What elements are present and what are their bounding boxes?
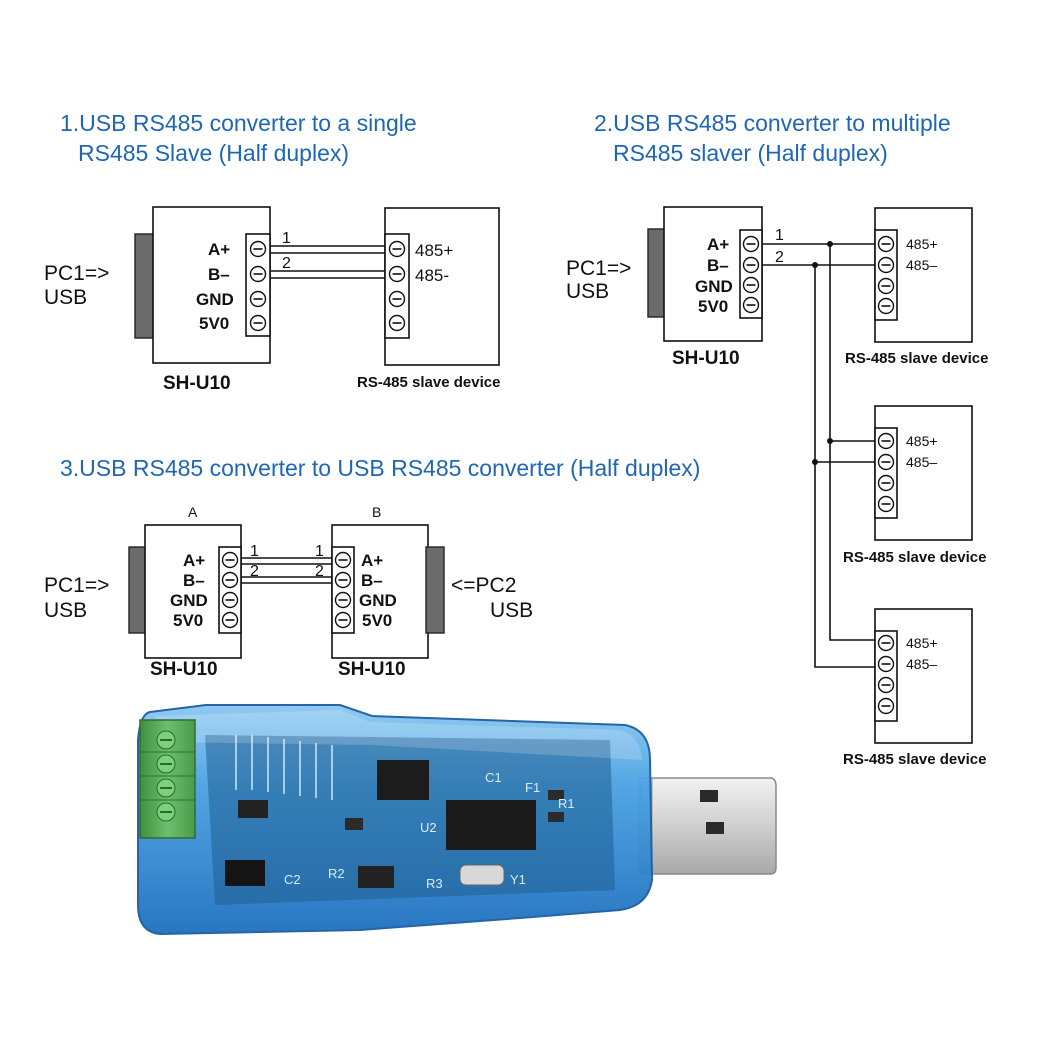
pin-label-a: A+ <box>208 240 230 259</box>
usb-label: USB <box>44 286 87 309</box>
bus-wiring <box>762 241 877 668</box>
b-pin-5v0: 5V0 <box>362 611 392 630</box>
pin-label-5v0: 5V0 <box>698 297 728 316</box>
pin-label-gnd: GND <box>695 277 733 296</box>
pc1-label: PC1=> <box>44 574 109 597</box>
pcb-silkscreen: C1 F1 R1 U2 R2 C2 R3 Y1 <box>284 770 575 891</box>
slave-2-pin-plus: 485+ <box>906 433 938 449</box>
crystal <box>459 864 505 886</box>
wire-number-2: 2 <box>282 255 291 272</box>
pin-label-gnd: GND <box>196 290 234 309</box>
green-terminal-block <box>139 719 196 839</box>
device-label: SH-U10 <box>672 348 740 369</box>
usb-label-right: USB <box>490 599 533 622</box>
slave-1-pin-plus: 485+ <box>906 236 938 252</box>
slave-screw-4 <box>388 314 406 332</box>
pin-label-b: B– <box>707 256 729 275</box>
usb-plug-b <box>425 546 445 634</box>
ic-chip-2 <box>446 800 536 850</box>
box-b-label: B <box>372 504 381 520</box>
slave-3-pin-minus: 485– <box>906 656 937 672</box>
silk-r1: R1 <box>558 796 575 811</box>
diagram-2-multiple-slaves: 2.USB RS485 converter to multiple RS485 … <box>566 110 988 768</box>
a-wire-number-1: 1 <box>250 543 259 560</box>
pc1-label: PC1=> <box>566 257 631 280</box>
device-label: SH-U10 <box>163 373 231 394</box>
ic-chip-1 <box>377 760 429 800</box>
silk-r3: R3 <box>426 876 443 891</box>
screw-b-minus <box>742 256 760 274</box>
silk-c1: C1 <box>485 770 502 785</box>
slave-1-pin-minus: 485– <box>906 257 937 273</box>
diagram-3-title: 3.USB RS485 converter to USB RS485 conve… <box>60 455 700 481</box>
a-wire-number-2: 2 <box>250 563 259 580</box>
b-pin-a: A+ <box>361 551 383 570</box>
silk-f1: F1 <box>525 780 540 795</box>
silk-c2: C2 <box>284 872 301 887</box>
slave-2-pin-minus: 485– <box>906 454 937 470</box>
screw-a-plus <box>249 240 267 258</box>
screw-gnd <box>249 290 267 308</box>
screw-5v0 <box>742 296 760 314</box>
diagram-1-title-line1: 1.USB RS485 converter to a single <box>60 110 417 136</box>
pin-label-b: B– <box>208 265 230 284</box>
slave-screw-3 <box>388 290 406 308</box>
diagram-3-converter-to-converter: 3.USB RS485 converter to USB RS485 conve… <box>44 455 700 680</box>
diagram-2-title-line1: 2.USB RS485 converter to multiple <box>594 110 951 136</box>
a-pin-b: B– <box>183 571 205 590</box>
b-wire-number-1: 1 <box>315 543 324 560</box>
slave-3-label: RS-485 slave device <box>843 751 986 768</box>
slave-2-label: RS-485 slave device <box>843 549 986 566</box>
screw-a-plus <box>742 235 760 253</box>
pc1-label: PC1=> <box>44 262 109 285</box>
slave-pin-485-plus: 485+ <box>415 241 453 260</box>
case-ribs <box>235 735 333 800</box>
usb-a-plug <box>639 777 777 875</box>
slave-1-label: RS-485 slave device <box>845 350 988 367</box>
device-label-b: SH-U10 <box>338 659 406 680</box>
terminal-strip <box>739 229 763 319</box>
device-label-a: SH-U10 <box>150 659 218 680</box>
silk-u2: U2 <box>420 820 437 835</box>
slave-device-3: 485+ 485– RS-485 slave device <box>843 608 986 768</box>
wire-number-1: 1 <box>775 227 784 244</box>
usb-plug-shape <box>134 233 156 339</box>
slave-label: RS-485 slave device <box>357 374 500 391</box>
screw-b-minus <box>249 265 267 283</box>
slave-device-2: 485+ 485– RS-485 slave device <box>843 405 986 566</box>
b-pin-gnd: GND <box>359 591 397 610</box>
a-pin-5v0: 5V0 <box>173 611 203 630</box>
diagram-2-title-line2: RS485 slaver (Half duplex) <box>613 140 888 166</box>
b-wire-number-2: 2 <box>315 563 324 580</box>
usb-label: USB <box>566 280 609 303</box>
slave-pin-485-minus: 485- <box>415 266 449 285</box>
a-pin-gnd: GND <box>170 591 208 610</box>
screw-gnd <box>742 276 760 294</box>
silk-y1: Y1 <box>510 872 526 887</box>
pc2-label: <=PC2 <box>451 574 516 597</box>
converter-b-terminal <box>331 546 355 634</box>
silk-r2: R2 <box>328 866 345 881</box>
converter-a-terminal <box>218 546 242 634</box>
pin-label-a: A+ <box>707 235 729 254</box>
resistor-pack <box>358 866 394 888</box>
screw-5v0 <box>249 314 267 332</box>
diagram-1-title-line2: RS485 Slave (Half duplex) <box>78 140 349 166</box>
slave-3-pin-plus: 485+ <box>906 635 938 651</box>
pin-label-5v0: 5V0 <box>199 314 229 333</box>
box-a-label: A <box>188 504 198 520</box>
diagram-1-single-slave: 1.USB RS485 converter to a single RS485 … <box>44 110 500 394</box>
b-pin-b: B– <box>361 571 383 590</box>
wire-number-2: 2 <box>775 249 784 266</box>
usb-label-left: USB <box>44 599 87 622</box>
wire-number-1: 1 <box>282 230 291 247</box>
slave-device-1: 485+ 485– RS-485 slave device <box>845 207 988 367</box>
slave-screw-1 <box>388 240 406 258</box>
usb-rs485-converter-photo: C1 F1 R1 U2 R2 C2 R3 Y1 <box>137 704 777 936</box>
a-pin-a: A+ <box>183 551 205 570</box>
slave-screw-2 <box>388 265 406 283</box>
capacitor <box>225 860 265 886</box>
